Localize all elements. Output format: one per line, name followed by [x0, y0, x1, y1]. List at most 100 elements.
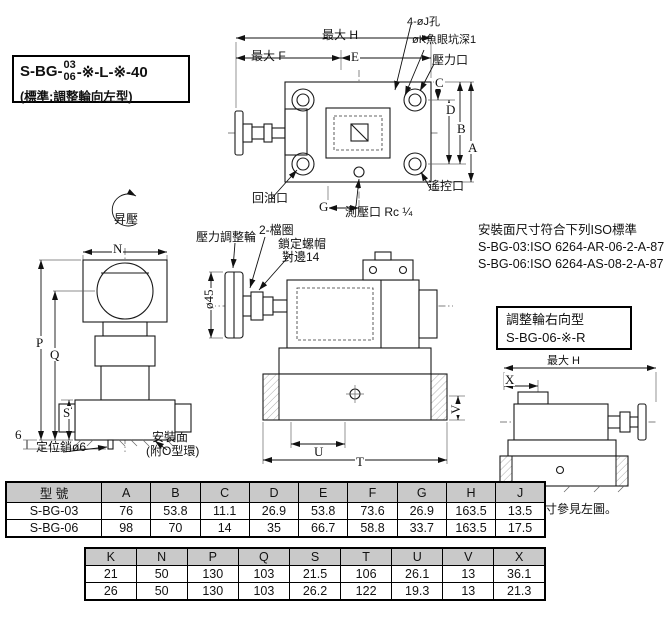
right-variant-dim-x-label: X [504, 372, 516, 387]
table-cell: 50 [135, 582, 188, 601]
table-header-cell: A [101, 481, 152, 503]
table-row: S-BG-06 98 70 14 35 66.7 58.8 33.7 163.5… [5, 519, 546, 538]
dimension-table-1: 型 號 A B C D E F G H J S-BG-03 76 53.8 11… [5, 481, 546, 538]
dim-max-f-label: 最大 F [251, 49, 286, 63]
table-header-cell: B [150, 481, 201, 503]
table-cell: 13 [442, 565, 495, 583]
table-header-cell: V [442, 547, 495, 566]
o-ring-label: (附O型環) [146, 444, 200, 458]
table-cell: 13.5 [495, 502, 546, 520]
table-cell: 26.9 [248, 502, 300, 520]
table-header-row: 型 號 A B C D E F G H J [5, 481, 546, 503]
table-header-cell: T [340, 547, 393, 566]
table-cell: 11.1 [199, 502, 250, 520]
dim-q-label: Q [49, 347, 61, 362]
table-cell: 19.3 [391, 582, 444, 601]
table-header-cell: U [391, 547, 444, 566]
front-view-drawing [208, 236, 465, 464]
table-cell: 130 [186, 582, 239, 601]
table-cell: 35 [248, 519, 300, 538]
mounting-surface-label: 安裝面 [152, 430, 189, 444]
table-cell: 53.8 [150, 502, 201, 520]
retaining-rings-label: 2-檔圈 [259, 223, 294, 237]
table-header-cell: 型 號 [5, 481, 103, 503]
return-port-label: 回油口 [252, 191, 289, 205]
table-cell: 36.1 [493, 565, 546, 583]
dim-a-label: A [467, 140, 479, 155]
dim-p-label: P [35, 335, 45, 350]
table-cell: 21.5 [288, 565, 342, 583]
right-variant-title: 調整輪右向型 [506, 312, 585, 327]
table-cell: 163.5 [445, 502, 497, 520]
table-cell: 13 [442, 582, 495, 601]
pressure-port-label: 壓力口 [432, 53, 469, 67]
side-view-drawing [23, 248, 192, 453]
table-row: 26 50 130 103 26.2 122 19.3 13 21.3 [84, 582, 546, 601]
table-cell: 106 [340, 565, 393, 583]
dim-e-label: E [350, 49, 360, 64]
table-header-cell: N [135, 547, 188, 566]
table-cell: 122 [340, 582, 393, 601]
dim-v-label: V [448, 403, 463, 415]
right-variant-model: S-BG-06-※-R [506, 330, 586, 345]
table-header-cell: H [445, 481, 497, 503]
across-flats-label: 對邊14 [282, 250, 320, 264]
table-cell: 14 [199, 519, 250, 538]
dimension-table-2: K N P Q S T U V X 21 50 130 103 21.5 106… [84, 547, 546, 601]
model-subtitle: (標準:調整輪向左型) [20, 90, 133, 105]
model-size-06: 06 [63, 70, 76, 83]
table-header-cell: Q [237, 547, 290, 566]
table-cell: S-BG-03 [5, 502, 103, 520]
dim-b-label: B [456, 121, 467, 136]
dim-g-label: G [318, 199, 330, 214]
table-header-cell: D [248, 481, 300, 503]
adjust-wheel-label: 壓力調整輪 [196, 230, 257, 244]
table-cell: 26.2 [288, 582, 342, 601]
iso-standard-note: 安裝面尺寸符合下列ISO標準 S-BG-03:ISO 6264-AR-06-2-… [478, 222, 664, 273]
dim-d45-label: ø45 [201, 288, 216, 310]
remote-port-label: 遙控口 [428, 179, 465, 193]
lock-nut-label: 鎖定螺帽 [278, 237, 327, 251]
table-cell: 76 [101, 502, 152, 520]
table-cell: 17.5 [495, 519, 546, 538]
rotation-arrow-icon [111, 189, 137, 227]
locating-pin-label: 定位銷ø6 [36, 440, 87, 454]
table-cell: 53.8 [298, 502, 349, 520]
table-row: S-BG-03 76 53.8 11.1 26.9 53.8 73.6 26.9… [5, 502, 546, 520]
table-cell: 103 [237, 582, 290, 601]
table-cell: 21 [84, 565, 137, 583]
iso-note-line1: 安裝面尺寸符合下列ISO標準 [478, 223, 638, 237]
model-suffix: -※-L-※-40 [76, 63, 148, 81]
table-cell: 26.1 [391, 565, 444, 583]
table-cell: 73.6 [347, 502, 398, 520]
holes-label: 4-øJ孔 [407, 16, 440, 28]
table-cell: 163.5 [445, 519, 497, 538]
pressure-rise-label: 昇壓 [114, 212, 139, 226]
table-cell: S-BG-06 [5, 519, 103, 538]
table-cell: 103 [237, 565, 290, 583]
dim-u-label: U [313, 444, 325, 459]
table-cell: 98 [101, 519, 152, 538]
table-cell: 58.8 [347, 519, 398, 538]
table-header-row: K N P Q S T U V X [84, 547, 546, 566]
table-cell: 21.3 [493, 582, 546, 601]
dim-n-label: N [112, 241, 124, 256]
table-header-cell: J [495, 481, 546, 503]
table-header-cell: E [298, 481, 349, 503]
counterbore-label: øK魚眼坑深1 [412, 34, 477, 46]
iso-note-line2: S-BG-03:ISO 6264-AR-06-2-A-87 [478, 240, 665, 254]
model-size-03: 03 [63, 59, 76, 71]
table-header-cell: S [288, 547, 342, 566]
table-cell: 26.9 [396, 502, 447, 520]
table-row: 21 50 130 103 21.5 106 26.1 13 36.1 [84, 565, 546, 583]
top-view-drawing [228, 23, 474, 212]
dim-max-h-label: 最大 H [322, 28, 359, 42]
table-cell: 26 [84, 582, 137, 601]
table-header-cell: P [186, 547, 239, 566]
gauge-port-label: 測壓口 Rc ¼ [345, 205, 413, 219]
dim-s-label: S [62, 405, 72, 420]
